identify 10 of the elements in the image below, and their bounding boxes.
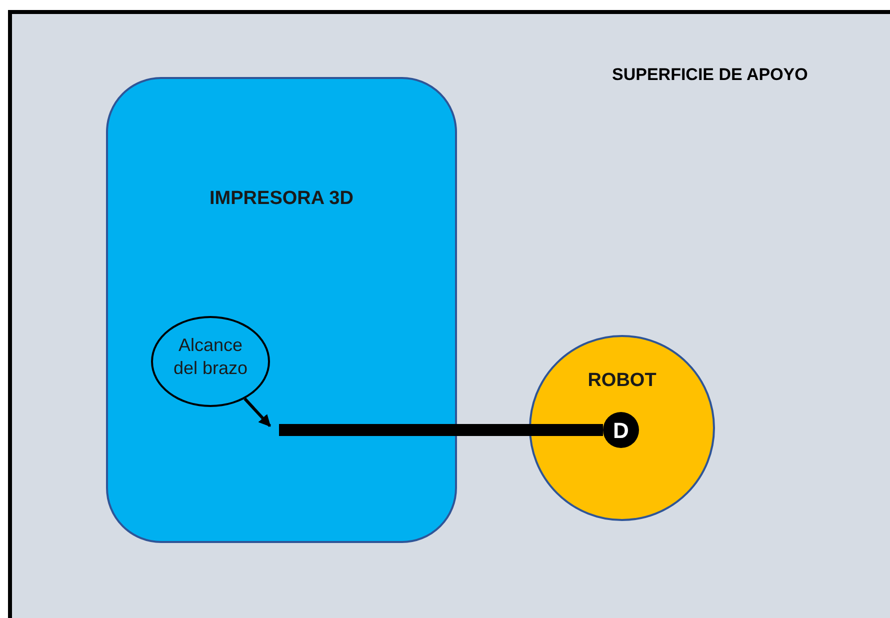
arrow: [244, 398, 272, 428]
work-surface: [8, 10, 890, 618]
callout-text: Alcance del brazo: [172, 334, 249, 380]
robot-arm-bar: [279, 424, 603, 436]
surface-title: SUPERFICIE DE APOYO: [612, 64, 809, 86]
printer-box: [106, 77, 457, 543]
robot-label: ROBOT: [586, 369, 658, 393]
joint-circle: [603, 412, 639, 448]
printer-label: IMPRESORA 3D: [208, 187, 354, 211]
joint-letter: D: [612, 417, 630, 445]
